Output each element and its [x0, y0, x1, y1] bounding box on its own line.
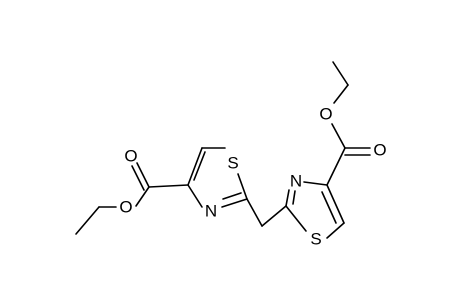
bond-ring-left-c4-c5-inner — [193, 151, 206, 181]
atom-n-right: N — [290, 172, 302, 191]
bond-ester-o-left-carbonyl — [135, 186, 150, 207]
bond-ring-right-c2-n-inner — [292, 190, 296, 205]
bond-ring-left-n-c4 — [187, 184, 203, 208]
atom-o-carbonyl-left: O — [124, 147, 137, 166]
bond-bridge-left — [246, 198, 263, 227]
bond-ring-right-c2-n — [285, 189, 290, 207]
bond-ring-right-s-c2 — [285, 205, 307, 232]
bond-ring-left-c2-n — [221, 198, 248, 208]
bond-ethyl-right-ch3 — [332, 61, 349, 86]
bond-ethyl-left-ch3 — [75, 206, 100, 235]
bond-ethyl-right-o-ch2 — [333, 84, 349, 104]
bond-ring-right-c4-c5-inner — [321, 191, 337, 224]
atom-o-carbonyl-right: O — [373, 141, 386, 160]
bond-carbonyl-left-double-b — [131, 165, 145, 191]
bond-ring-left-c2-n-inner — [222, 192, 242, 200]
bond-ring-right-c5-s — [326, 222, 345, 239]
bond-ring-left-s-c2 — [237, 173, 248, 200]
atom-n-left: N — [205, 202, 217, 221]
bond-ring-right-n-c4 — [303, 181, 328, 186]
bond-carbonyl-left-ring — [148, 184, 189, 188]
bond-carbonyl-right-ester-o — [331, 123, 346, 149]
bond-ring-right-c4-c5 — [326, 184, 345, 224]
bond-bridge-right — [261, 205, 287, 227]
atom-s-right: S — [310, 230, 321, 249]
atom-o-ester-right: O — [319, 105, 332, 124]
atom-o-ester-left: O — [119, 198, 132, 217]
bond-carbonyl-right-ring — [326, 147, 346, 186]
bond-ring-left-c4-c5 — [187, 147, 203, 186]
atom-s-left: S — [227, 154, 238, 173]
bond-carbonyl-left-double-a — [136, 162, 150, 188]
